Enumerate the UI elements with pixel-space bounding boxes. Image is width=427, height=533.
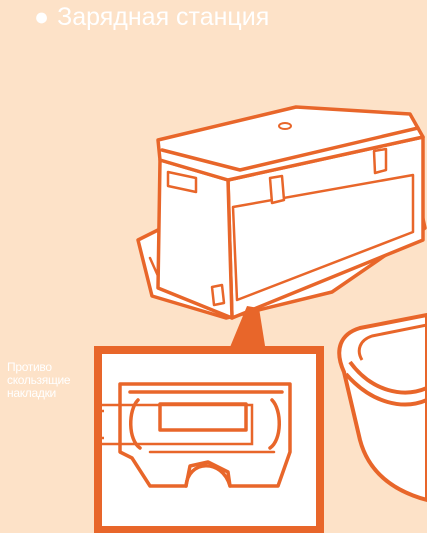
second-device-fragment — [339, 315, 427, 500]
callout-line: накладки — [7, 387, 107, 400]
anti-slip-pads-label: Противо скользящие накладки — [7, 361, 107, 400]
foot-left — [212, 285, 224, 305]
detail-inset — [96, 350, 320, 530]
top-button — [279, 123, 291, 129]
latch-left — [270, 176, 284, 203]
latch-right — [374, 149, 386, 173]
